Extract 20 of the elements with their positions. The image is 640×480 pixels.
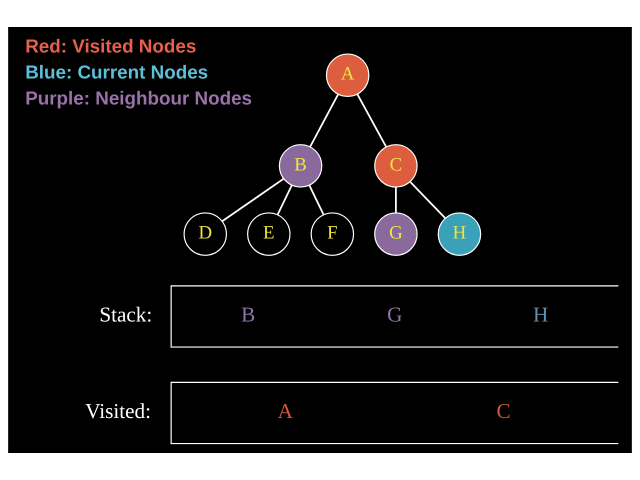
connector xyxy=(410,181,446,219)
node-circle: C xyxy=(374,144,418,188)
node-circle: F xyxy=(310,212,354,256)
node-circle: D xyxy=(184,212,228,256)
node-circle: B xyxy=(278,144,322,188)
legend-label: Purple: Neighbour Nodes xyxy=(25,87,252,108)
connector xyxy=(276,185,293,216)
node-text: Visited: A C xyxy=(85,399,511,424)
node-circle: H xyxy=(438,212,482,256)
node-circle: A xyxy=(326,53,370,98)
connector xyxy=(309,94,339,148)
connector xyxy=(395,187,397,213)
node-text: Stack: B G H xyxy=(99,302,548,327)
connector xyxy=(356,94,387,148)
node-circle: E xyxy=(247,212,291,256)
legend-label: Red: Visited Nodes xyxy=(25,36,196,57)
connector xyxy=(308,185,324,216)
legend-label: Blue: Current Nodes xyxy=(25,62,208,83)
connector xyxy=(222,178,284,222)
node-circle: G xyxy=(374,212,418,256)
